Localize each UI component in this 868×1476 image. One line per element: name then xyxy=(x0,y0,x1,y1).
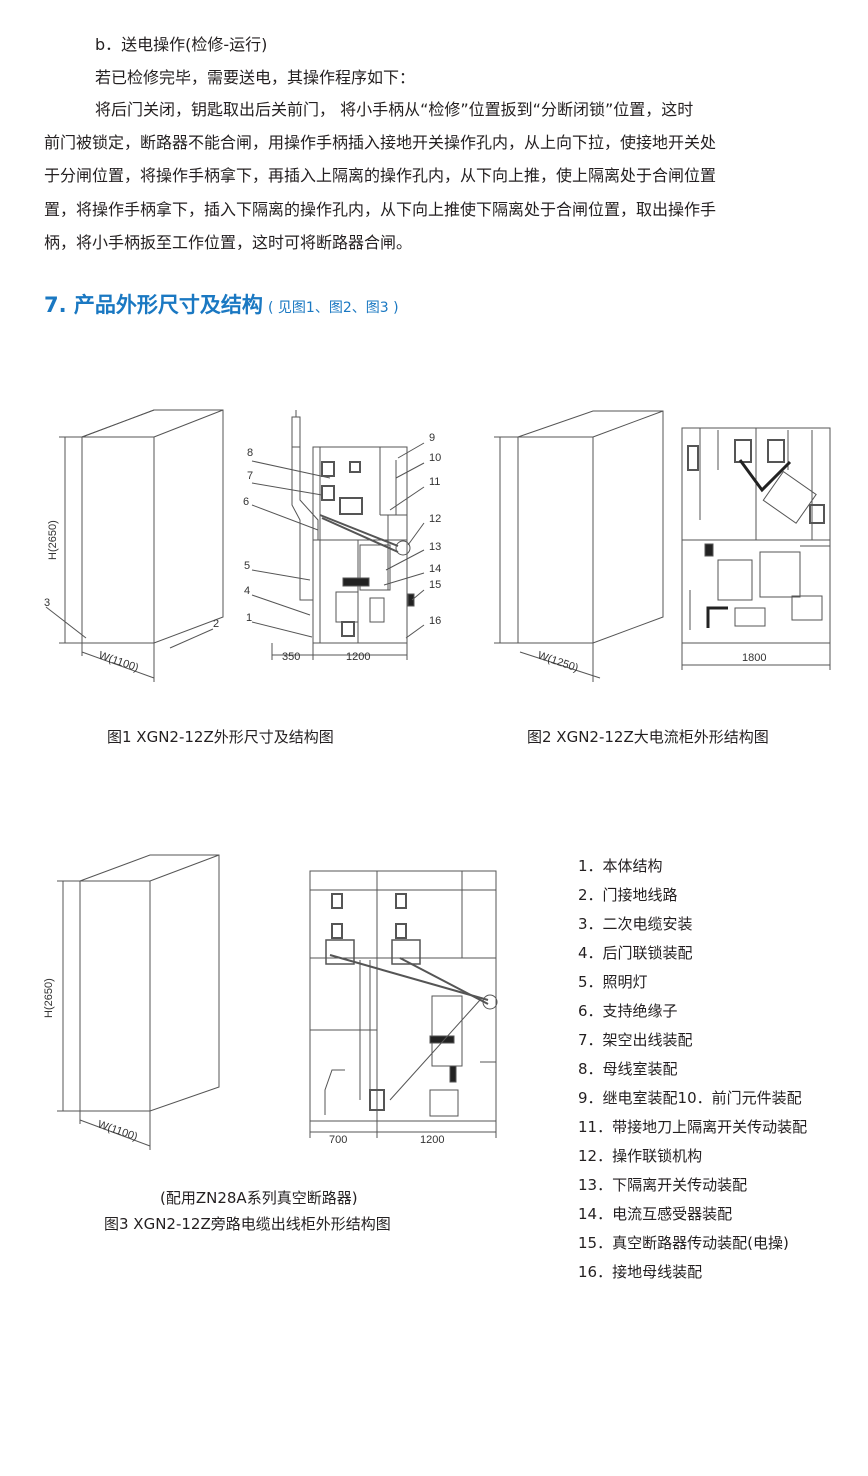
fig1-callout-5: 5 xyxy=(244,560,250,572)
fig1-callout-9: 9 xyxy=(429,432,435,444)
fig2-width-label: W(1250) xyxy=(536,649,580,674)
legend-item: 5．照明灯 xyxy=(578,973,648,991)
section-heading: 7. 产品外形尺寸及结构 ( 见图1、图2、图3 ) xyxy=(44,289,399,319)
intro-line: 若已检修完毕，需要送电，其操作程序如下： xyxy=(95,68,416,87)
fig3-note: (配用ZN28A系列真空断路器) xyxy=(160,1189,358,1207)
legend-item: 9．继电室装配10．前门元件装配 xyxy=(578,1089,802,1107)
fig2-dim: 1800 xyxy=(742,652,766,664)
procedure-line-2: 前门被锁定，断路器不能合闸，用操作手柄插入接地开关操作孔内，从上向下拉，使接地开… xyxy=(44,133,717,152)
legend-item: 12．操作联锁机构 xyxy=(578,1147,703,1165)
fig1-callout-15: 15 xyxy=(429,579,441,591)
legend-item: 13．下隔离开关传动装配 xyxy=(578,1176,748,1194)
legend-item: 16．接地母线装配 xyxy=(578,1263,703,1281)
fig1-dim-left: 350 xyxy=(282,651,300,663)
step-heading: b．送电操作(检修-运行) xyxy=(95,35,268,54)
legend-item: 14．电流互感受器装配 xyxy=(578,1205,733,1223)
procedure-line-3: 于分闸位置，将操作手柄拿下，再插入上隔离的操作孔内，从下向上推，使上隔离处于合闸… xyxy=(44,166,717,185)
fig1-callout-6: 6 xyxy=(243,496,249,508)
fig1-callout-3: 3 xyxy=(44,597,50,609)
fig1-callout-2: 2 xyxy=(213,618,219,630)
fig3-dim-right: 1200 xyxy=(420,1134,444,1146)
fig3-section-view xyxy=(309,870,498,1122)
legend-item: 6．支持绝缘子 xyxy=(578,1002,678,1020)
procedure-line-5: 柄，将小手柄扳至工作位置，这时可将断路器合闸。 xyxy=(44,233,413,252)
legend-item: 7．架空出线装配 xyxy=(578,1031,693,1049)
fig3-height-label: H(2650) xyxy=(43,978,55,1018)
fig1-section-view xyxy=(291,410,415,644)
fig1-callout-10: 10 xyxy=(429,452,441,464)
fig1-callout-8: 8 xyxy=(247,447,253,459)
fig1-callout-12: 12 xyxy=(429,513,441,525)
fig1-cabinet-outline xyxy=(81,409,224,644)
legend-item: 8．母线室装配 xyxy=(578,1060,678,1078)
legend-item: 2．门接地线路 xyxy=(578,886,678,904)
fig1-caption: 图1 XGN2-12Z外形尺寸及结构图 xyxy=(107,728,334,746)
legend-item: 4．后门联锁装配 xyxy=(578,944,693,962)
fig3-width-label: W(1100) xyxy=(96,1118,139,1143)
fig2-cabinet-outline xyxy=(517,410,664,644)
fig1-callout-11: 11 xyxy=(429,476,440,488)
section-subtitle: ( 见图1、图2、图3 ) xyxy=(268,300,399,316)
fig1-height-label: H(2650) xyxy=(47,520,59,560)
fig1-callout-4: 4 xyxy=(244,585,250,597)
fig2-section-view xyxy=(681,427,831,644)
legend-item: 11．带接地刀上隔离开关传动装配 xyxy=(578,1118,808,1136)
fig1-callout-1: 1 xyxy=(246,612,252,624)
fig3-dim-left: 700 xyxy=(329,1134,347,1146)
fig3-caption: 图3 XGN2-12Z旁路电缆出线柜外形结构图 xyxy=(104,1215,391,1233)
fig1-callout-14: 14 xyxy=(429,563,441,575)
procedure-line-1: 将后门关闭，钥匙取出后关前门， 将小手柄从“检修”位置扳到“分断闭锁”位置，这时 xyxy=(95,100,694,119)
fig1-callout-13: 13 xyxy=(429,541,441,553)
section-title: 7. 产品外形尺寸及结构 xyxy=(44,293,263,317)
parts-legend: 1．本体结构 2．门接地线路 3．二次电缆安装 4．后门联锁装配 5．照明灯 6… xyxy=(578,852,807,1287)
fig1-callout-7: 7 xyxy=(247,470,253,482)
legend-item: 15．真空断路器传动装配(电操) xyxy=(578,1234,789,1252)
fig1-callout-16: 16 xyxy=(429,615,441,627)
legend-item: 1．本体结构 xyxy=(578,857,663,875)
fig1-width-label: W(1100) xyxy=(97,649,140,674)
procedure-line-4: 置，将操作手柄拿下，插入下隔离的操作孔内，从下向上推使下隔离处于合闸位置，取出操… xyxy=(44,200,717,219)
fig3-cabinet-outline xyxy=(79,854,220,1112)
legend-item: 3．二次电缆安装 xyxy=(578,915,693,933)
fig2-caption: 图2 XGN2-12Z大电流柜外形结构图 xyxy=(527,728,769,746)
fig1-dim-right: 1200 xyxy=(346,651,370,663)
